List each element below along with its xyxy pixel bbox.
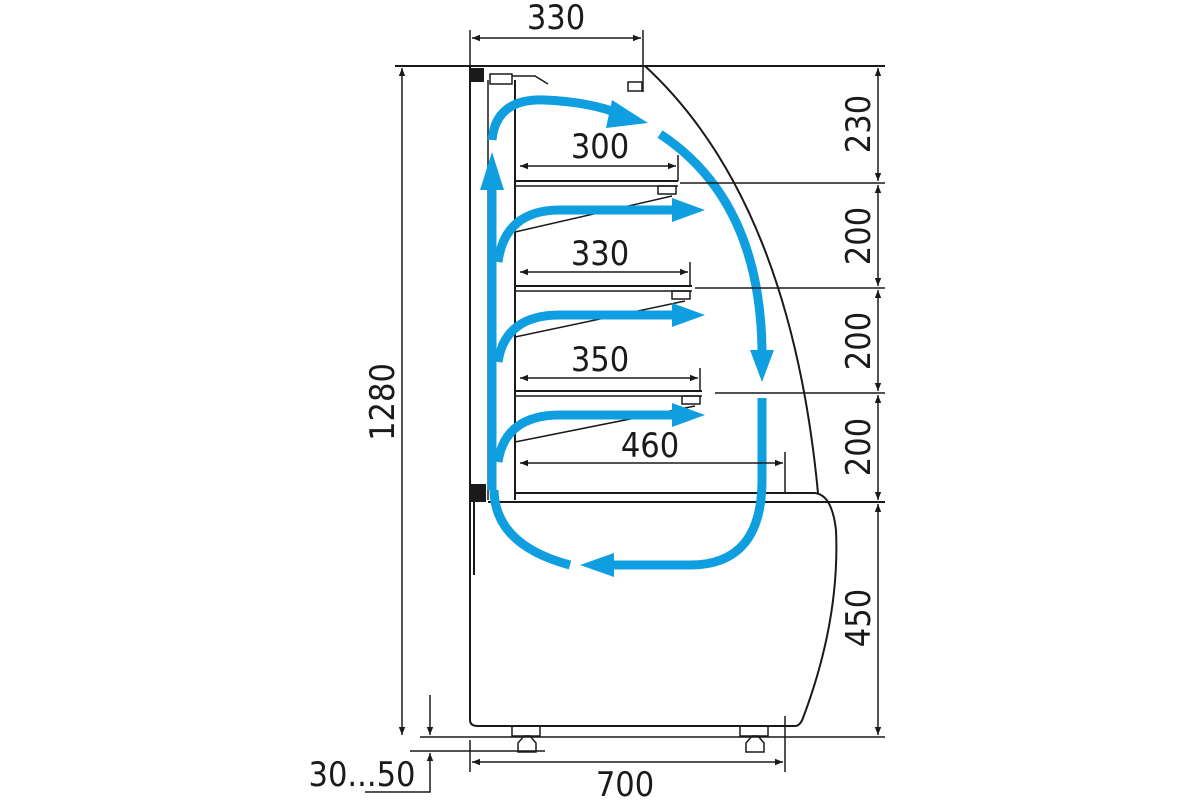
dimension-lines xyxy=(365,30,885,793)
dim-total-height: 1280 xyxy=(363,363,403,441)
cabinet-outline xyxy=(395,65,885,753)
dim-height-top: 230 xyxy=(839,95,879,153)
dim-top-depth: 330 xyxy=(527,0,585,38)
dim-base-depth: 460 xyxy=(621,426,679,466)
dim-shelf2-depth: 330 xyxy=(571,234,629,274)
dim-height-shelf1: 200 xyxy=(839,207,879,265)
rear-foot xyxy=(739,725,769,753)
dim-height-shelf3: 200 xyxy=(839,418,879,476)
airflow-arrows xyxy=(480,95,774,577)
dim-total-depth: 700 xyxy=(596,765,654,800)
dim-foot-adjust: 30...50 xyxy=(309,755,416,795)
dim-height-shelf2: 200 xyxy=(839,312,879,370)
front-foot xyxy=(511,725,541,753)
dim-height-base: 450 xyxy=(839,589,879,647)
dim-shelf3-depth: 350 xyxy=(571,340,629,380)
dim-shelf1-depth: 300 xyxy=(571,127,629,167)
